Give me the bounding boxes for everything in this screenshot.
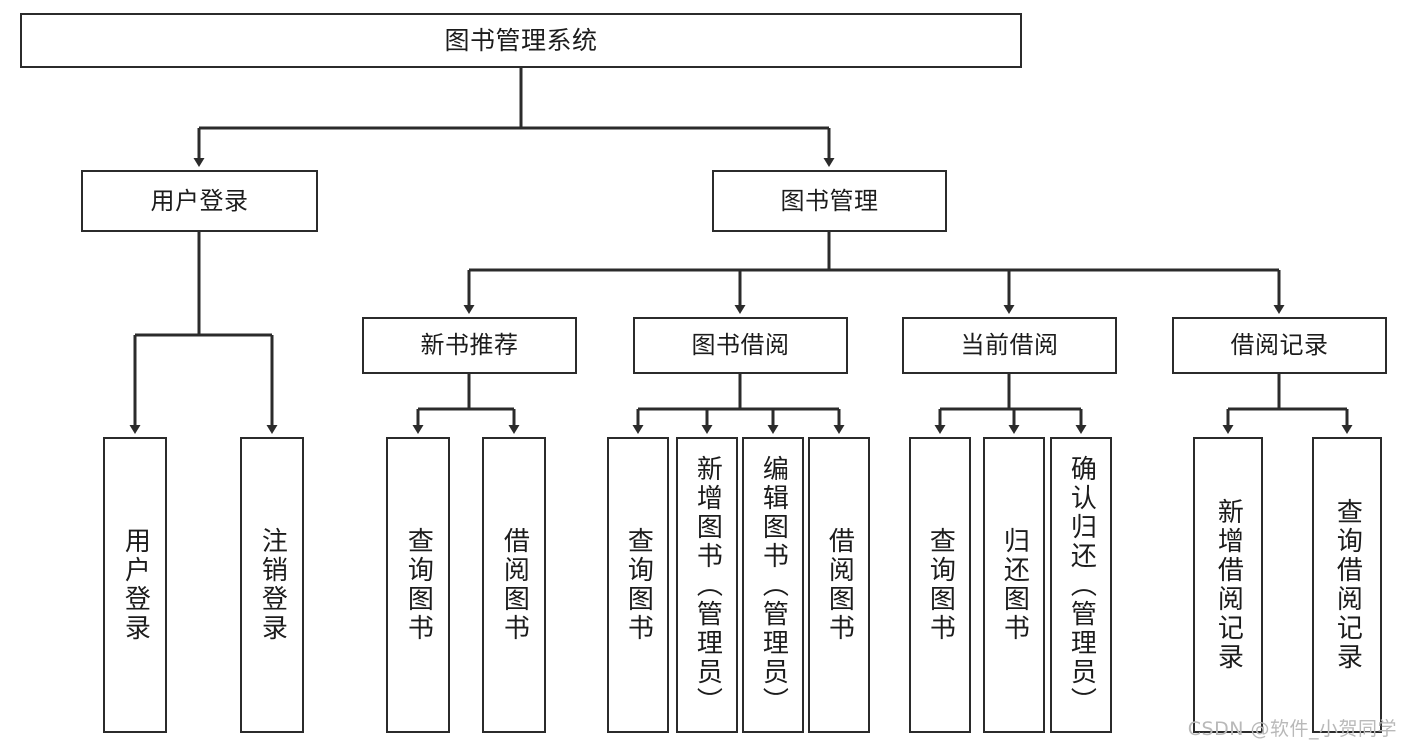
node-label-root: 图书管理系统 bbox=[444, 25, 598, 55]
node-leaf-borrow-book-1[interactable]: 借阅图书 bbox=[482, 437, 546, 733]
node-label-leaf-borrow-book-1: 借阅图书 bbox=[499, 527, 530, 643]
node-borrow-record[interactable]: 借阅记录 bbox=[1172, 317, 1387, 374]
node-leaf-query-book-3[interactable]: 查询图书 bbox=[909, 437, 971, 733]
node-user-login[interactable]: 用户登录 bbox=[81, 170, 318, 232]
node-label-user-login: 用户登录 bbox=[150, 186, 249, 215]
node-leaf-return-book[interactable]: 归还图书 bbox=[983, 437, 1045, 733]
node-label-book-manage: 图书管理 bbox=[780, 186, 879, 215]
node-label-current-borrow: 当前借阅 bbox=[960, 331, 1059, 360]
node-book-borrow[interactable]: 图书借阅 bbox=[633, 317, 848, 374]
node-label-leaf-query-book-1: 查询图书 bbox=[403, 527, 434, 643]
connector-group bbox=[129, 68, 1353, 434]
node-label-leaf-query-record: 查询借阅记录 bbox=[1332, 498, 1363, 672]
node-label-leaf-borrow-book-2: 借阅图书 bbox=[824, 527, 855, 643]
node-label-borrow-record: 借阅记录 bbox=[1230, 331, 1329, 360]
node-book-manage[interactable]: 图书管理 bbox=[712, 170, 947, 232]
node-leaf-borrow-book-2[interactable]: 借阅图书 bbox=[808, 437, 870, 733]
node-label-leaf-return-book: 归还图书 bbox=[999, 527, 1030, 643]
node-current-borrow[interactable]: 当前借阅 bbox=[902, 317, 1117, 374]
node-label-leaf-edit-book: 编辑图书（管理员） bbox=[758, 454, 789, 716]
node-leaf-confirm-return[interactable]: 确认归还（管理员） bbox=[1050, 437, 1112, 733]
node-leaf-edit-book[interactable]: 编辑图书（管理员） bbox=[742, 437, 804, 733]
node-label-leaf-query-book-2: 查询图书 bbox=[623, 527, 654, 643]
node-label-leaf-add-record: 新增借阅记录 bbox=[1213, 498, 1244, 672]
node-leaf-user-login[interactable]: 用户登录 bbox=[103, 437, 167, 733]
node-leaf-query-book-1[interactable]: 查询图书 bbox=[386, 437, 450, 733]
node-root[interactable]: 图书管理系统 bbox=[20, 13, 1022, 68]
node-leaf-user-logout[interactable]: 注销登录 bbox=[240, 437, 304, 733]
node-leaf-query-record[interactable]: 查询借阅记录 bbox=[1312, 437, 1382, 733]
node-leaf-add-record[interactable]: 新增借阅记录 bbox=[1193, 437, 1263, 733]
node-label-leaf-user-logout: 注销登录 bbox=[257, 527, 288, 643]
node-leaf-query-book-2[interactable]: 查询图书 bbox=[607, 437, 669, 733]
node-label-leaf-confirm-return: 确认归还（管理员） bbox=[1066, 454, 1097, 716]
node-label-leaf-query-book-3: 查询图书 bbox=[925, 527, 956, 643]
node-label-new-book-recommend: 新书推荐 bbox=[420, 331, 519, 360]
node-label-leaf-add-book: 新增图书（管理员） bbox=[692, 454, 723, 716]
node-label-book-borrow: 图书借阅 bbox=[691, 331, 790, 360]
node-new-book-recommend[interactable]: 新书推荐 bbox=[362, 317, 577, 374]
node-label-leaf-user-login: 用户登录 bbox=[120, 527, 151, 643]
node-leaf-add-book[interactable]: 新增图书（管理员） bbox=[676, 437, 738, 733]
